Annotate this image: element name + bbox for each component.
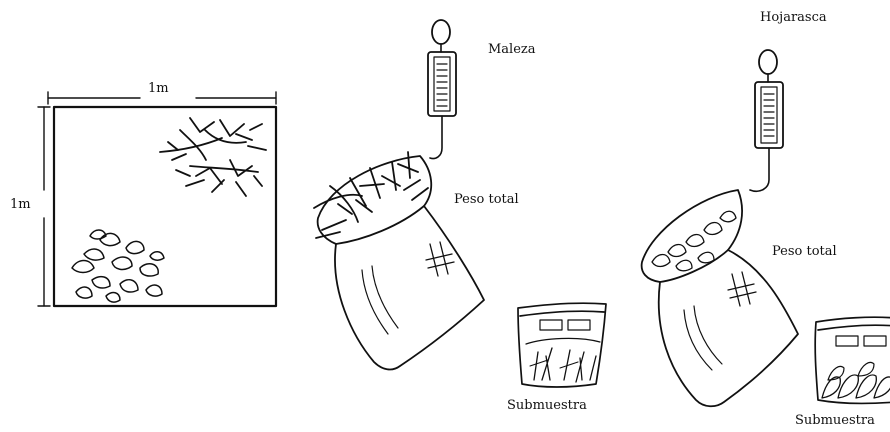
weed-spring-scale xyxy=(428,20,456,159)
weed-sack xyxy=(314,152,484,369)
litter-sack xyxy=(642,190,798,406)
quadrat-height-dimension xyxy=(38,107,50,306)
litter-total-weight-label: Peso total xyxy=(772,244,837,259)
weed-scale-label: Maleza xyxy=(488,42,536,57)
weed-subsample-bag xyxy=(518,303,606,387)
weed-subsample-label: Submuestra xyxy=(507,398,587,413)
weed-plant-icon xyxy=(160,118,266,196)
litter-subsample-label: Submuestra xyxy=(795,413,875,428)
litter-scale-label: Hojarasca xyxy=(760,10,827,25)
quadrat-width-label: 1m xyxy=(148,81,169,96)
litter-subsample-bag xyxy=(815,317,890,403)
quadrat-height-label: 1m xyxy=(10,197,31,212)
litter-spring-scale xyxy=(750,50,783,191)
weed-total-weight-label: Peso total xyxy=(454,192,519,207)
leaf-litter-pile-icon xyxy=(72,230,164,302)
